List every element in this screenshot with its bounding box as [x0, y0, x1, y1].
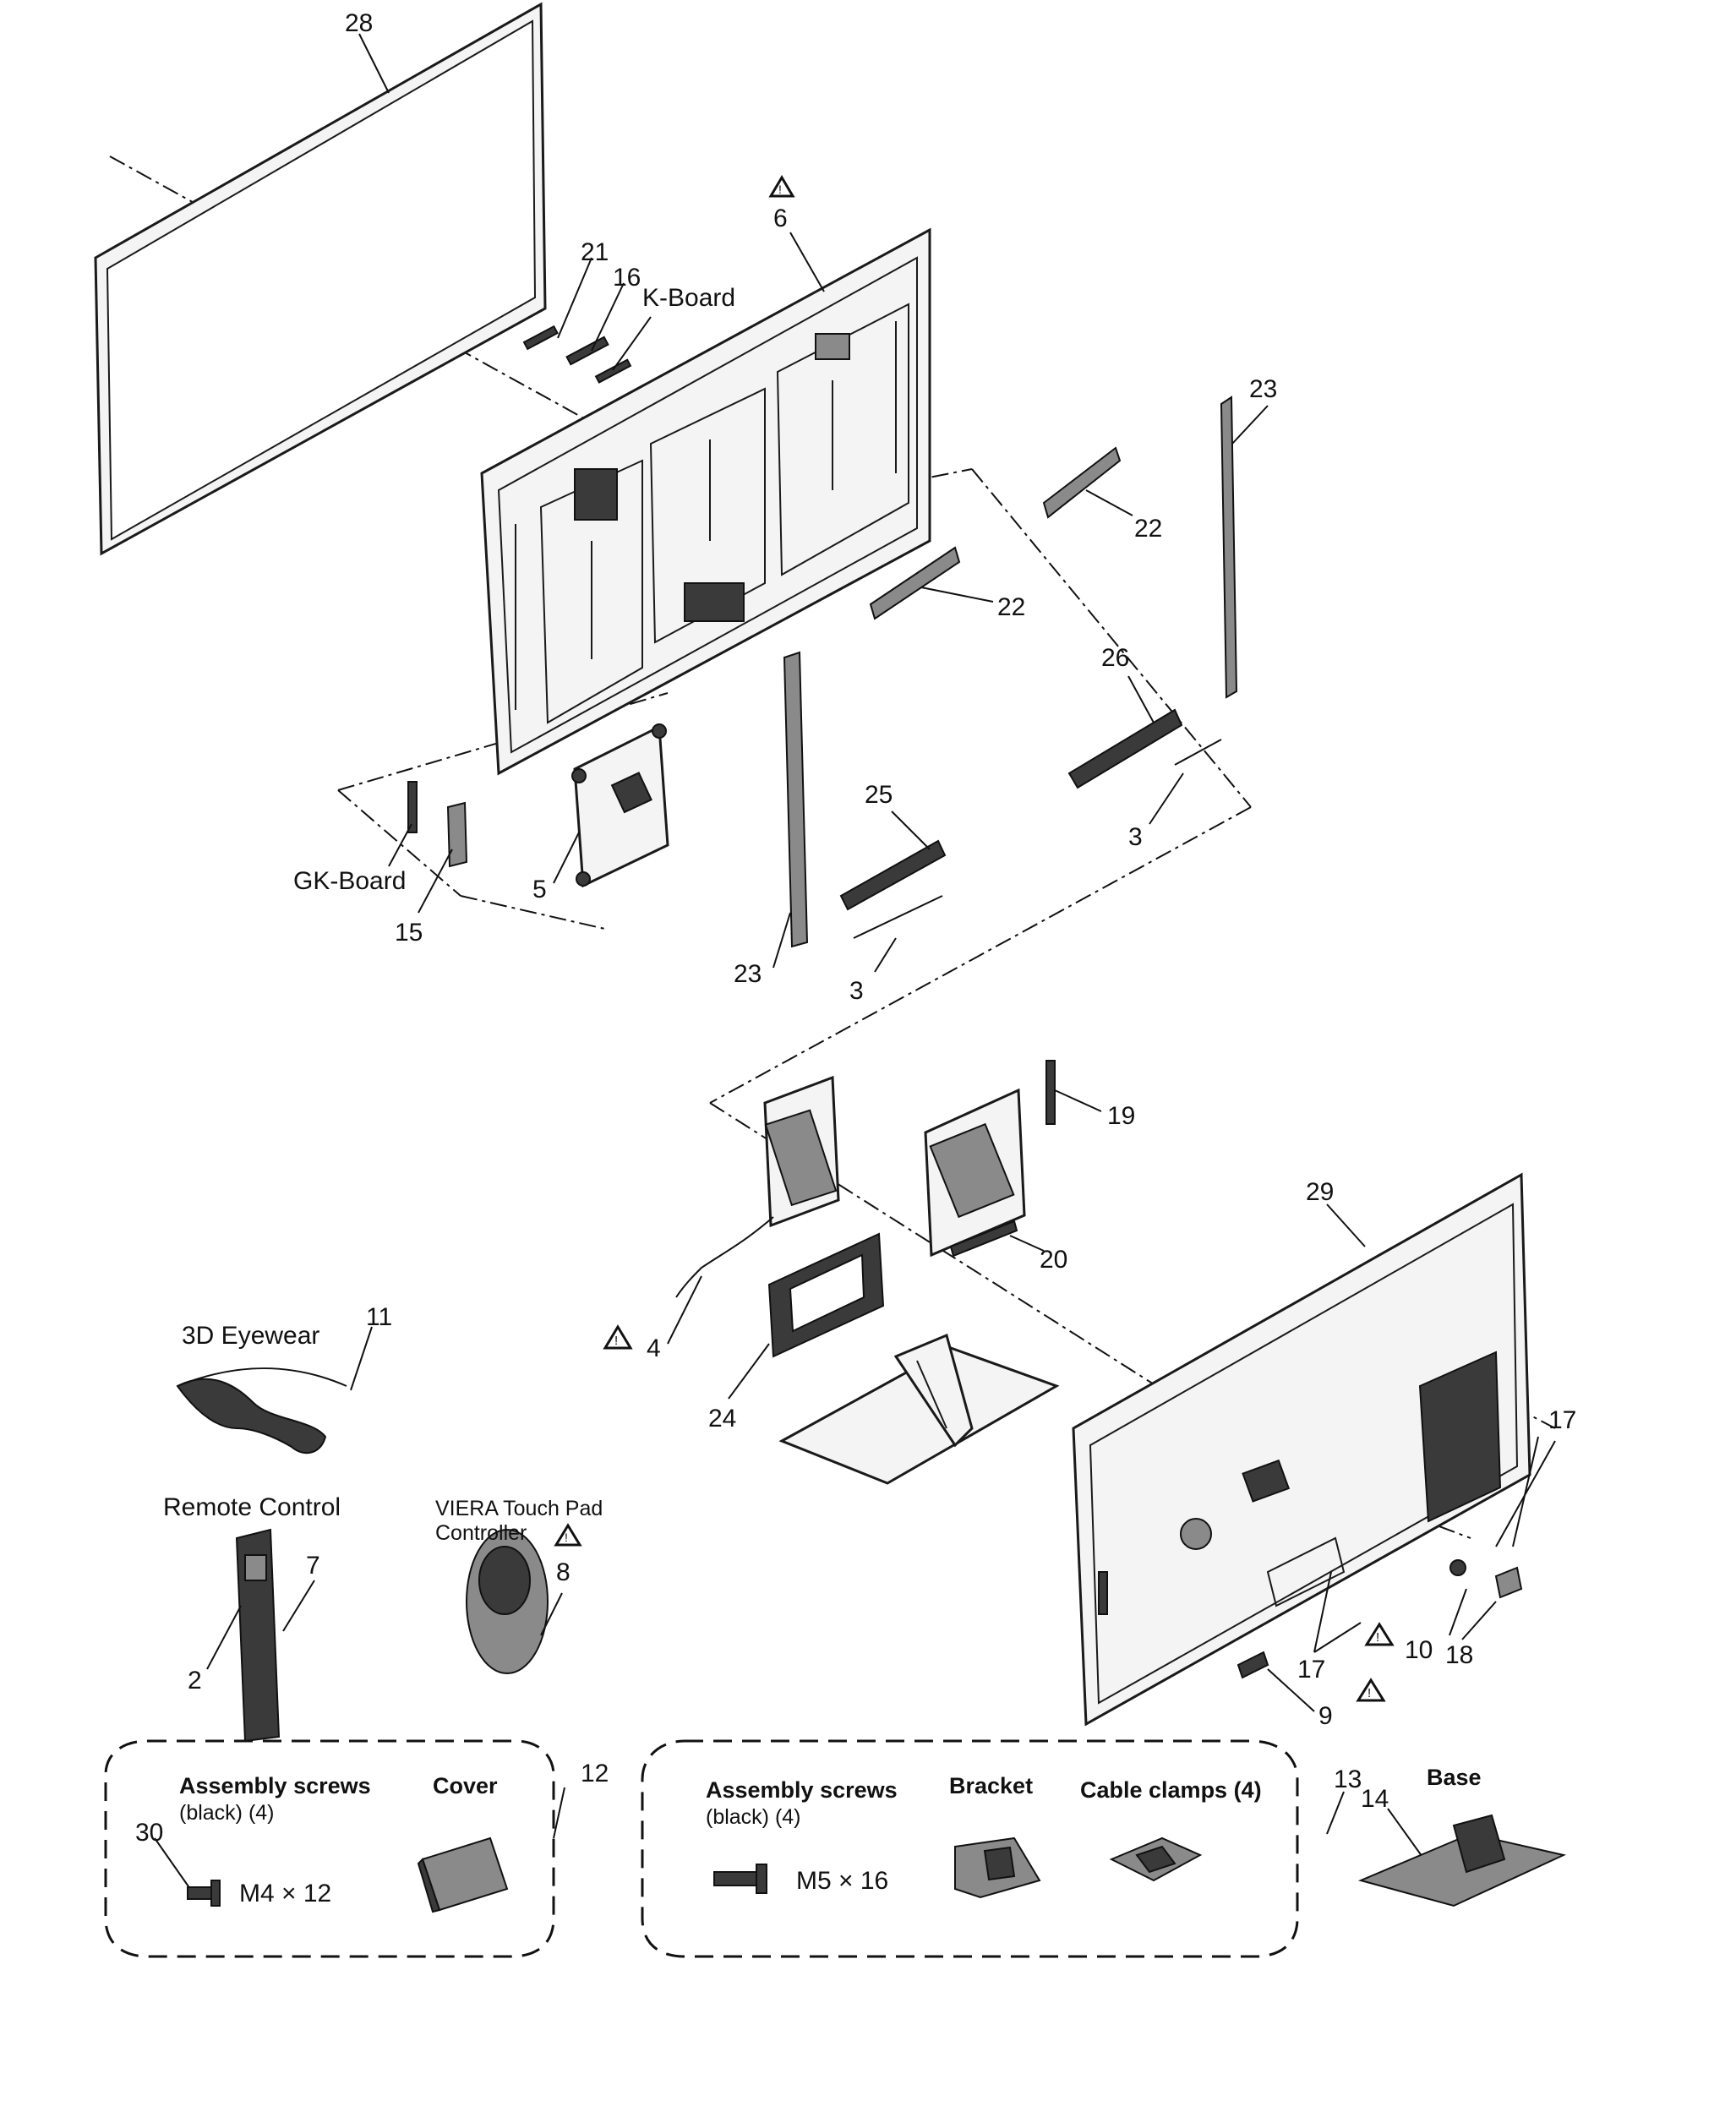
label-22-lower: 22 [997, 593, 1025, 621]
svg-text:!: ! [778, 183, 782, 196]
label-26: 26 [1101, 644, 1129, 672]
part-5-cover [571, 723, 669, 888]
cable-clamp-icon [1109, 1836, 1203, 1882]
kit-12-box [104, 1739, 555, 1958]
label-12: 12 [581, 1760, 609, 1787]
label-22-upper: 22 [1134, 515, 1162, 543]
label-14: 14 [1361, 1785, 1389, 1813]
label-10: 10 [1405, 1636, 1433, 1664]
label-13: 13 [1334, 1765, 1362, 1793]
bracket-icon [954, 1836, 1041, 1899]
part-power-board [675, 1075, 840, 1298]
label-7: 7 [306, 1552, 320, 1580]
label-3-right: 3 [1128, 823, 1143, 851]
label-4: 4 [647, 1334, 661, 1362]
part-11-3d-eyewear [176, 1367, 347, 1454]
part-29-rear-cabinet [1072, 1172, 1531, 1727]
kit13-bracket-label: Bracket [949, 1773, 1033, 1798]
label-25: 25 [865, 781, 893, 809]
svg-text:!: ! [565, 1531, 568, 1544]
label-30: 30 [135, 1819, 163, 1847]
label-3-center: 3 [849, 977, 864, 1005]
parts-21-16-kboard [522, 325, 632, 384]
svg-text:!: ! [614, 1334, 618, 1348]
label-21: 21 [581, 238, 609, 266]
label-5: 5 [532, 876, 547, 903]
label-6: 6 [773, 205, 788, 232]
part-25-bracket [839, 839, 947, 939]
part-remote-control [235, 1528, 281, 1743]
svg-text:!: ! [1368, 1686, 1371, 1700]
kit13-size-label: M5 × 16 [796, 1867, 888, 1895]
label-2: 2 [188, 1667, 202, 1695]
kit13-screws-label: Assembly screws [706, 1777, 898, 1803]
label-18: 18 [1445, 1641, 1473, 1669]
warning-icon: ! [768, 175, 795, 198]
part-26-bracket [1067, 708, 1222, 789]
warning-icons: ! ! ! ! ! [554, 175, 1395, 1702]
label-8: 8 [556, 1558, 570, 1586]
warning-icon: ! [603, 1324, 633, 1350]
part-main-board-19-20 [924, 1060, 1056, 1258]
part-gk-board-15 [407, 781, 468, 868]
text-labels: 28 6 21 16 K-Board 23 22 22 26 3 25 3 23… [135, 9, 1576, 1907]
kit-13-box [641, 1739, 1299, 1958]
label-touchpad-line2: Controller [435, 1521, 527, 1545]
warning-icon: ! [1364, 1622, 1395, 1646]
label-24: 24 [708, 1405, 736, 1433]
label-k-board: K-Board [642, 284, 735, 312]
part-stand-base [778, 1333, 1060, 1485]
label-29: 29 [1306, 1178, 1334, 1206]
label-28: 28 [345, 9, 373, 37]
part-14-base [1357, 1814, 1567, 1907]
part-23-right-rail [1220, 396, 1238, 699]
label-19: 19 [1107, 1102, 1135, 1130]
part-22-bars [869, 446, 1122, 620]
svg-text:!: ! [1376, 1630, 1379, 1645]
kit12-cover-label: Cover [433, 1773, 498, 1798]
label-23-center: 23 [734, 960, 762, 988]
kit13-clamps-label: Cable clamps (4) [1080, 1777, 1262, 1803]
kit12-screws-label: Assembly screws [179, 1773, 371, 1798]
kit12-screws-sub: (black) (4) [179, 1801, 275, 1825]
kit12-size-label: M4 × 12 [239, 1880, 331, 1907]
label-touchpad-line1: VIERA Touch Pad [435, 1497, 603, 1520]
part-6-chassis [480, 227, 931, 776]
part-touch-pad-controller [466, 1529, 549, 1674]
label-17-lower: 17 [1297, 1656, 1325, 1684]
label-23-right: 23 [1249, 375, 1277, 403]
label-15: 15 [395, 919, 423, 947]
label-20: 20 [1040, 1246, 1067, 1274]
warning-icon: ! [554, 1523, 582, 1547]
label-16: 16 [613, 264, 641, 292]
label-gk-board: GK-Board [293, 867, 406, 895]
label-3d-eyewear: 3D Eyewear [182, 1322, 319, 1350]
part-24-stand-board [767, 1232, 885, 1358]
part-28-front-frame [94, 2, 547, 556]
label-9: 9 [1318, 1702, 1333, 1730]
label-11: 11 [366, 1303, 392, 1331]
label-remote-control: Remote Control [163, 1493, 341, 1521]
screw-icon [187, 1880, 221, 1907]
label-17-right: 17 [1548, 1406, 1576, 1434]
label-base: Base [1427, 1765, 1482, 1790]
warning-icon: ! [1356, 1678, 1386, 1702]
leader-lines [154, 33, 1556, 1890]
kit13-screws-sub: (black) (4) [706, 1805, 801, 1829]
cover-icon [417, 1836, 509, 1913]
part-23-center-rail [783, 651, 809, 948]
screw-icon [713, 1864, 767, 1894]
